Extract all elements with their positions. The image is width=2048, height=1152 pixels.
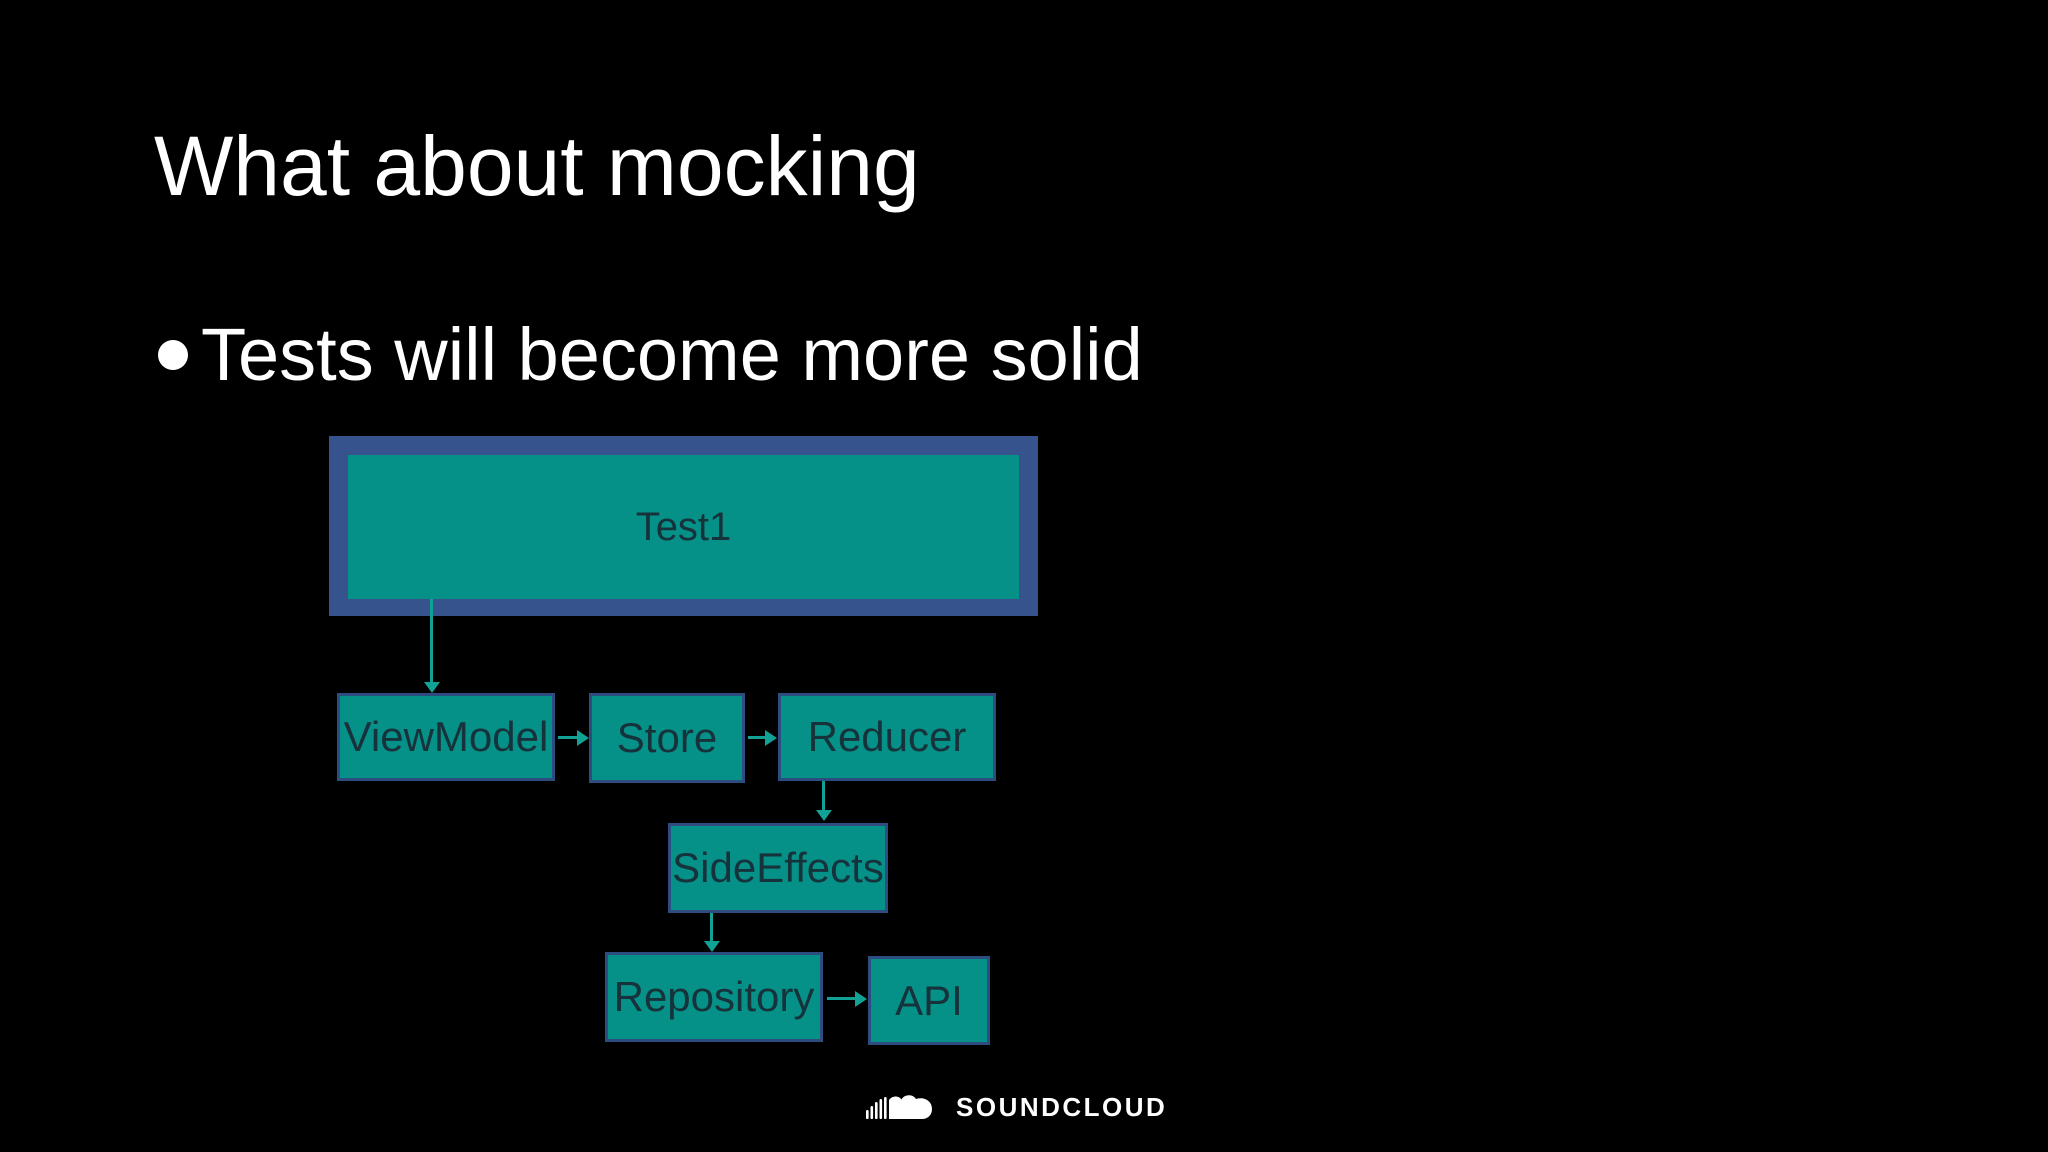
arrowhead-test1-to-viewmodel <box>424 682 440 693</box>
arrow-sideeffects-to-repository <box>710 913 713 944</box>
arrow-viewmodel-to-store <box>558 736 579 739</box>
footer-brand: SOUNDCLOUD <box>866 1091 1167 1123</box>
bullet-item: Tests will become more solid <box>158 312 1143 397</box>
soundcloud-cloud-icon <box>866 1095 932 1119</box>
arrowhead-store-to-reducer <box>765 730 777 746</box>
node-api: API <box>868 956 990 1045</box>
node-test1-label: Test1 <box>635 504 732 549</box>
arrowhead-reducer-to-sideeffects <box>816 810 832 821</box>
arrow-store-to-reducer <box>748 736 767 739</box>
arrowhead-viewmodel-to-store <box>577 730 589 746</box>
node-reducer: Reducer <box>778 693 996 781</box>
bullet-text: Tests will become more solid <box>201 313 1143 396</box>
arrow-reducer-to-sideeffects <box>822 781 825 812</box>
node-repository-label: Repository <box>613 973 815 1020</box>
arrowhead-sideeffects-to-repository <box>704 941 720 952</box>
node-sideeffects-label: SideEffects <box>672 844 884 891</box>
node-test1: Test1 <box>348 455 1019 599</box>
slide-title: What about mocking <box>154 119 920 213</box>
footer-brand-text: SOUNDCLOUD <box>956 1091 1168 1122</box>
node-reducer-label: Reducer <box>807 713 967 760</box>
node-viewmodel: ViewModel <box>337 693 555 781</box>
node-sideeffects: SideEffects <box>668 823 888 913</box>
node-api-label: API <box>895 976 963 1024</box>
node-repository: Repository <box>605 952 823 1042</box>
arrow-repository-to-api <box>827 997 857 1000</box>
arrowhead-repository-to-api <box>855 991 867 1007</box>
node-store-label: Store <box>616 714 718 761</box>
node-store: Store <box>589 693 745 783</box>
node-viewmodel-label: ViewModel <box>343 713 549 760</box>
arrow-test1-to-viewmodel <box>430 599 433 685</box>
bullet-dot-icon <box>158 339 188 370</box>
